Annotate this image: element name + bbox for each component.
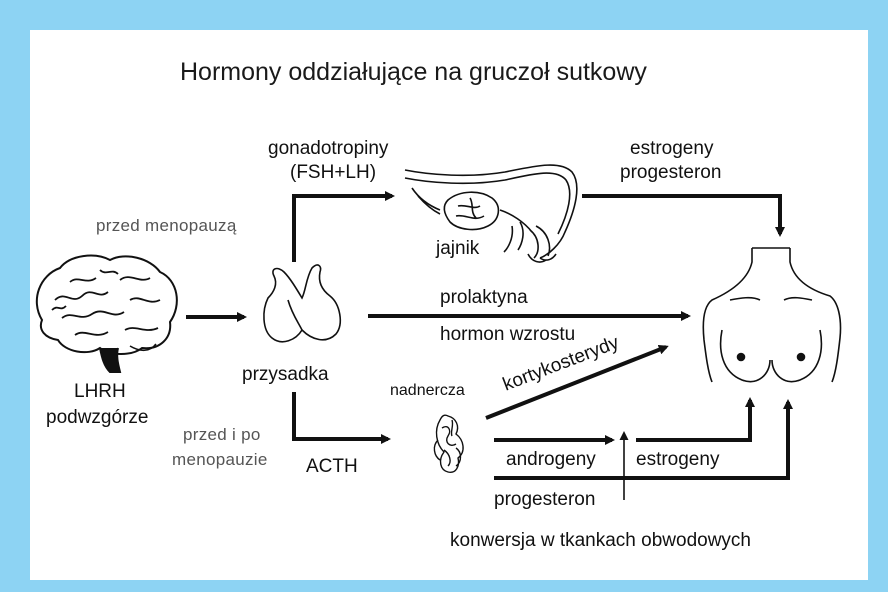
arrow-estrogens bbox=[636, 400, 750, 440]
arrow-acth bbox=[294, 392, 388, 439]
label-gonadotropins-1: gonadotropiny bbox=[268, 138, 388, 160]
label-ovary: jajnik bbox=[436, 238, 479, 260]
label-ovary-estrogens: estrogeny bbox=[630, 138, 713, 160]
arrow-ovary-torso bbox=[582, 196, 780, 234]
label-prolactin: prolaktyna bbox=[440, 287, 528, 309]
label-pituitary: przysadka bbox=[242, 364, 329, 386]
diagram-title: Hormony oddziałujące na gruczoł sutkowy bbox=[180, 58, 647, 87]
brain-icon bbox=[37, 256, 177, 372]
arrow-pituitary-ovary bbox=[294, 196, 392, 262]
label-gonadotropins-2: (FSH+LH) bbox=[290, 162, 376, 184]
adrenal-icon bbox=[434, 415, 463, 472]
label-before-after-2: menopauzie bbox=[172, 450, 268, 470]
label-progesterone: progesteron bbox=[494, 489, 595, 511]
label-growth-hormone: hormon wzrostu bbox=[440, 324, 575, 346]
label-before-after-1: przed i po bbox=[183, 425, 261, 445]
torso-icon bbox=[703, 248, 840, 382]
ovary-icon bbox=[405, 165, 577, 262]
label-hypothalamus: podwzgórze bbox=[46, 407, 148, 429]
label-adrenal: nadnercza bbox=[390, 382, 465, 400]
label-androgens: androgeny bbox=[506, 449, 596, 471]
label-acth: ACTH bbox=[306, 456, 358, 478]
pituitary-icon bbox=[264, 265, 340, 342]
label-before-menopause: przed menopauzą bbox=[96, 216, 237, 236]
label-estrogens: estrogeny bbox=[636, 449, 719, 471]
label-lhrh: LHRH bbox=[74, 381, 126, 403]
label-peripheral-conversion: konwersja w tkankach obwodowych bbox=[450, 530, 751, 552]
label-ovary-progesterone: progesteron bbox=[620, 162, 721, 184]
